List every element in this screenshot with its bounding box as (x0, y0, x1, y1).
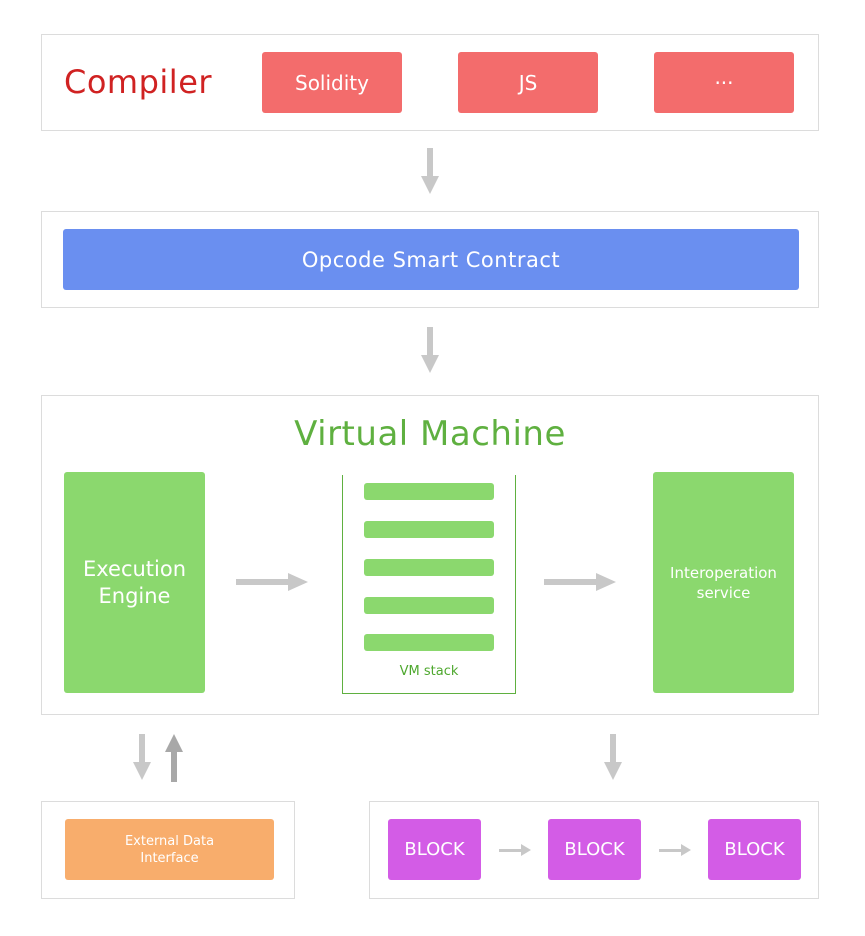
arrow-right-icon (659, 844, 691, 856)
stack-slot (364, 634, 494, 651)
language-box-solidity: Solidity (262, 52, 402, 113)
arrow-down-icon (604, 734, 622, 780)
language-box-js: JS (458, 52, 598, 113)
vm-stack-label: VM stack (399, 664, 459, 679)
arrow-down-icon (133, 734, 151, 780)
stack-slot (364, 597, 494, 614)
blockchain-panel: BLOCK BLOCK BLOCK (369, 801, 819, 899)
stack-slot (364, 521, 494, 538)
compiler-title: Compiler (64, 63, 213, 101)
external-data-panel: External Data Interface (41, 801, 295, 899)
language-box-more: ··· (654, 52, 794, 113)
arrow-right-icon (499, 844, 531, 856)
block-box: BLOCK (388, 819, 481, 880)
vm-stack: VM stack (342, 475, 516, 694)
execution-engine-label: Execution Engine (82, 556, 187, 608)
compiler-panel: Compiler Solidity JS ··· (41, 34, 819, 131)
arrow-right-icon (544, 573, 616, 591)
stack-slot (364, 559, 494, 576)
interoperation-service-label: Interoperation service (670, 563, 777, 602)
interoperation-service-box: Interoperation service (653, 472, 794, 693)
stack-slot (364, 483, 494, 500)
external-data-interface-label: External Data Interface (124, 833, 215, 866)
opcode-smart-contract-box: Opcode Smart Contract (63, 229, 799, 290)
execution-engine-box: Execution Engine (64, 472, 205, 693)
arrow-down-icon (421, 148, 439, 194)
arrow-down-icon (421, 327, 439, 373)
arrow-up-icon (165, 734, 183, 782)
external-data-interface-box: External Data Interface (65, 819, 274, 880)
arrow-right-icon (236, 573, 308, 591)
block-box: BLOCK (548, 819, 641, 880)
virtual-machine-panel: Virtual Machine Execution Engine VM stac… (41, 395, 819, 715)
block-box: BLOCK (708, 819, 801, 880)
opcode-panel: Opcode Smart Contract (41, 211, 819, 308)
virtual-machine-title: Virtual Machine (294, 414, 566, 454)
